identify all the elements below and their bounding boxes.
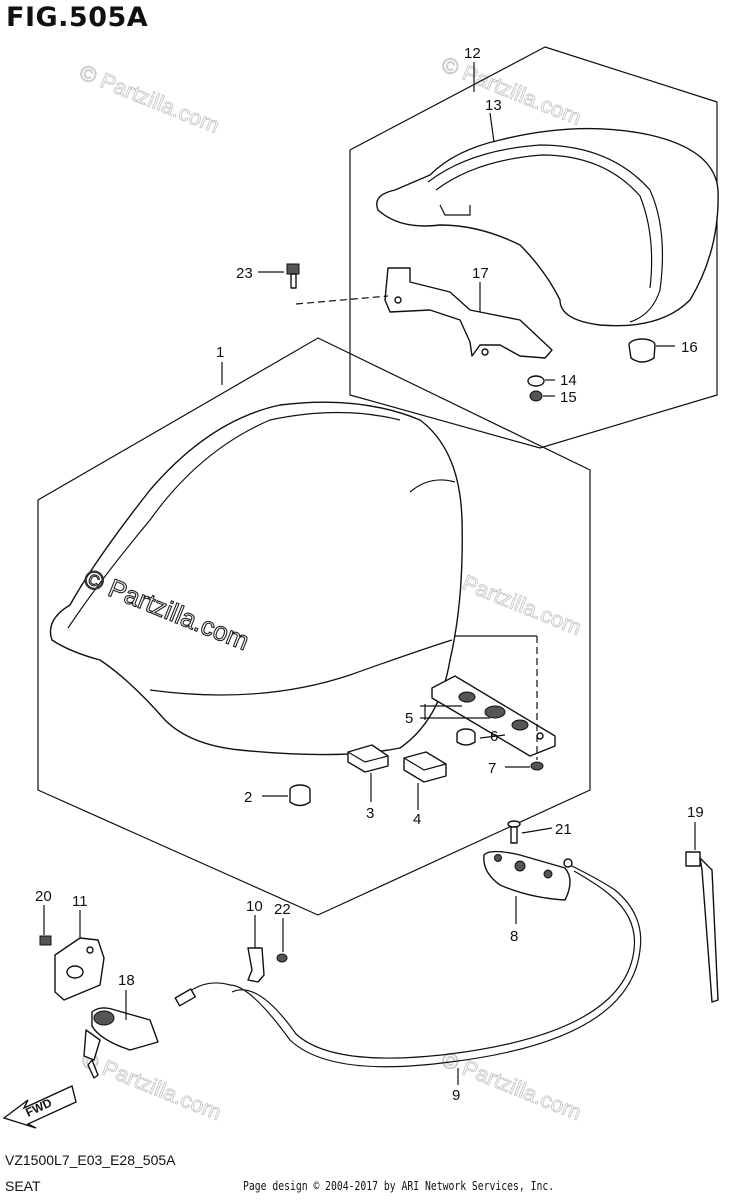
callout-6: 6 <box>490 728 498 745</box>
callout-10: 10 <box>246 898 263 915</box>
callout-21: 21 <box>555 821 572 838</box>
screw-part <box>530 761 544 771</box>
bolt-part <box>276 953 288 963</box>
callout-1: 1 <box>216 344 224 361</box>
cable-part <box>184 864 642 1068</box>
cable-end <box>174 988 196 1007</box>
seat-hook-part <box>483 850 571 901</box>
callout-7: 7 <box>488 760 496 777</box>
figure-name: SEAT <box>5 1178 41 1194</box>
callout-23: 23 <box>236 265 253 282</box>
front-seat-frame <box>37 337 591 916</box>
cushion-part <box>628 338 656 363</box>
leader-line <box>295 295 389 305</box>
watermark-text: © Partzilla.com <box>76 59 223 138</box>
callout-8: 8 <box>510 928 518 945</box>
washer-part <box>527 375 545 387</box>
cable-part <box>231 870 636 1059</box>
pad-part <box>403 751 447 783</box>
cable-tie-part <box>685 851 719 1003</box>
nut-part <box>529 390 543 402</box>
callouts: 12 13 23 17 16 14 15 1 2 3 4 5 6 7 21 8 … <box>35 45 704 1104</box>
rear-seat-frame <box>349 46 718 449</box>
callout-19: 19 <box>687 804 704 821</box>
cable-stay-part <box>247 947 265 983</box>
callout-16: 16 <box>681 339 698 356</box>
callout-4: 4 <box>413 811 421 828</box>
callout-14: 14 <box>560 372 577 389</box>
callout-18: 18 <box>118 972 135 989</box>
rubber-cushion-part <box>456 728 476 746</box>
cushion-part <box>289 784 311 807</box>
bracket-part <box>384 267 553 359</box>
callout-22: 22 <box>274 901 291 918</box>
watermark-text: © Partzilla.com <box>438 1046 585 1125</box>
callout-9: 9 <box>452 1087 460 1104</box>
bracket-hole <box>481 348 489 356</box>
forward-direction-arrow: FWD <box>2 1085 77 1129</box>
rear-seat-part <box>376 127 719 327</box>
pad-part <box>347 744 389 773</box>
bracket-hole <box>394 296 402 304</box>
watermark-text: © Partzilla.com <box>438 51 585 130</box>
bolt-part <box>286 263 300 289</box>
lock-bracket-part <box>54 937 105 1001</box>
callout-leaders <box>43 62 696 1085</box>
callout-5: 5 <box>405 710 413 727</box>
figure-code: VZ1500L7_E03_E28_505A <box>5 1152 176 1168</box>
callout-11: 11 <box>72 893 88 910</box>
screw-part <box>507 820 521 844</box>
seat-lock-part <box>83 1007 159 1079</box>
callout-3: 3 <box>366 805 374 822</box>
watermark-text: © Partzilla.com <box>78 1046 225 1125</box>
front-seat-part <box>49 401 463 756</box>
cable-end <box>563 858 573 868</box>
bolt-part <box>39 935 52 946</box>
copyright-notice: Page design © 2004-2017 by ARI Network S… <box>243 1178 555 1193</box>
callout-17: 17 <box>472 265 489 282</box>
figure-title: FIG.505A <box>6 2 149 33</box>
callout-2: 2 <box>244 789 252 806</box>
callout-20: 20 <box>35 888 52 905</box>
callout-15: 15 <box>560 389 577 406</box>
callout-13: 13 <box>485 97 502 114</box>
callout-12: 12 <box>464 45 481 62</box>
